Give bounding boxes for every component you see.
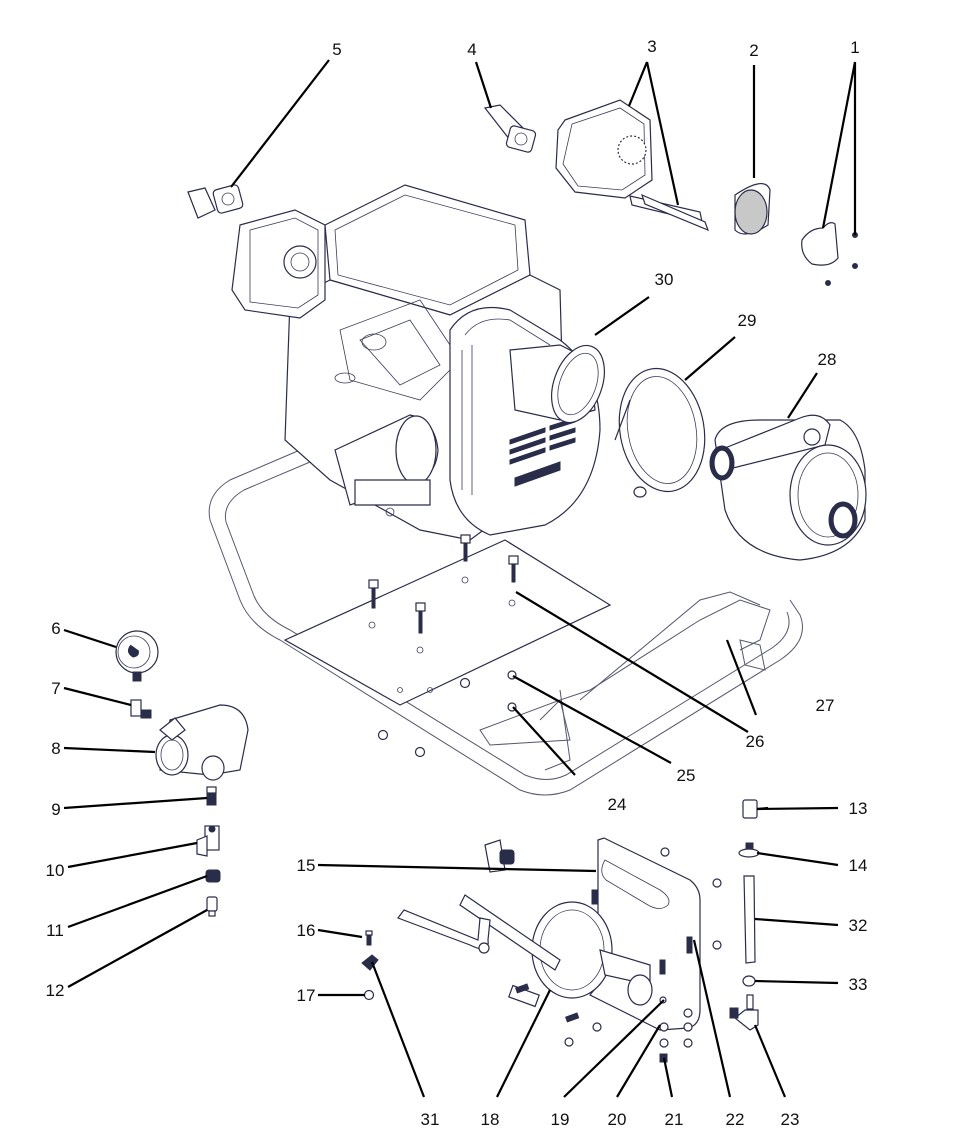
callout-6: 6 — [51, 619, 60, 638]
blower-vents — [509, 417, 576, 487]
callout-5: 5 — [332, 40, 341, 59]
callout-labels: 1 2 3 4 5 6 7 8 9 10 11 12 13 14 15 16 1… — [46, 37, 868, 1129]
callout-24: 24 — [608, 795, 627, 814]
adapter-fitting — [206, 896, 218, 917]
callout-14: 14 — [849, 856, 868, 875]
clamp-33 — [742, 975, 756, 987]
hex-cap-13 — [742, 799, 758, 819]
engine-mount-plate — [283, 539, 612, 706]
callout-29: 29 — [738, 311, 757, 330]
callout-22: 22 — [726, 1110, 745, 1129]
callout-26: 26 — [746, 732, 765, 751]
callout-18: 18 — [481, 1110, 500, 1129]
callout-2: 2 — [749, 41, 758, 60]
callout-13: 13 — [849, 799, 868, 818]
frame-part — [208, 449, 803, 796]
hose-32 — [743, 875, 756, 964]
primer-pump — [459, 894, 653, 1008]
callout-4: 4 — [467, 40, 476, 59]
callout-20: 20 — [608, 1110, 627, 1129]
exhaust-flange-left — [187, 184, 244, 219]
callout-33: 33 — [849, 975, 868, 994]
engine-mount-bolts — [368, 534, 519, 634]
callout-11: 11 — [46, 921, 64, 940]
discharge-valve — [155, 704, 249, 781]
callout-17: 17 — [297, 986, 316, 1005]
callout-28: 28 — [818, 350, 837, 369]
elbow-23 — [729, 994, 759, 1031]
callout-8: 8 — [51, 739, 60, 758]
muffler-guard — [801, 222, 858, 286]
callout-10: 10 — [46, 861, 65, 880]
muffler — [555, 99, 710, 232]
pressure-gauge — [115, 630, 159, 682]
callout-19: 19 — [551, 1110, 570, 1129]
callout-3: 3 — [647, 37, 656, 56]
callout-25: 25 — [677, 766, 696, 785]
callout-31: 31 — [421, 1110, 440, 1129]
callout-9: 9 — [51, 800, 60, 819]
mounting-bracket — [589, 837, 722, 1031]
nipple-fitting — [206, 786, 217, 806]
callout-12: 12 — [46, 981, 65, 1000]
exhaust-flange-right — [483, 104, 537, 153]
leader-lines — [63, 59, 857, 1098]
pump-housing — [709, 414, 867, 561]
callout-7: 7 — [51, 679, 60, 698]
callout-15: 15 — [297, 856, 316, 875]
cap-nut — [205, 869, 221, 883]
engine — [231, 184, 605, 541]
hose-clamp-31 — [361, 954, 379, 971]
callout-16: 16 — [297, 921, 316, 940]
elbow-fitting — [130, 699, 152, 719]
flanged-fitting-14 — [738, 842, 760, 858]
callout-30: 30 — [655, 270, 674, 289]
callout-32: 32 — [849, 916, 868, 935]
lock-nut-17 — [363, 989, 375, 1001]
callout-23: 23 — [781, 1110, 800, 1129]
v-band-clamp — [614, 367, 706, 498]
callout-21: 21 — [665, 1110, 684, 1129]
cap-screw-16 — [365, 930, 373, 946]
muffler-gasket — [734, 183, 771, 235]
callout-27: 27 — [816, 696, 835, 715]
callout-1: 1 — [850, 38, 859, 57]
upper-elbow — [484, 839, 515, 873]
drain-valve — [196, 825, 220, 857]
